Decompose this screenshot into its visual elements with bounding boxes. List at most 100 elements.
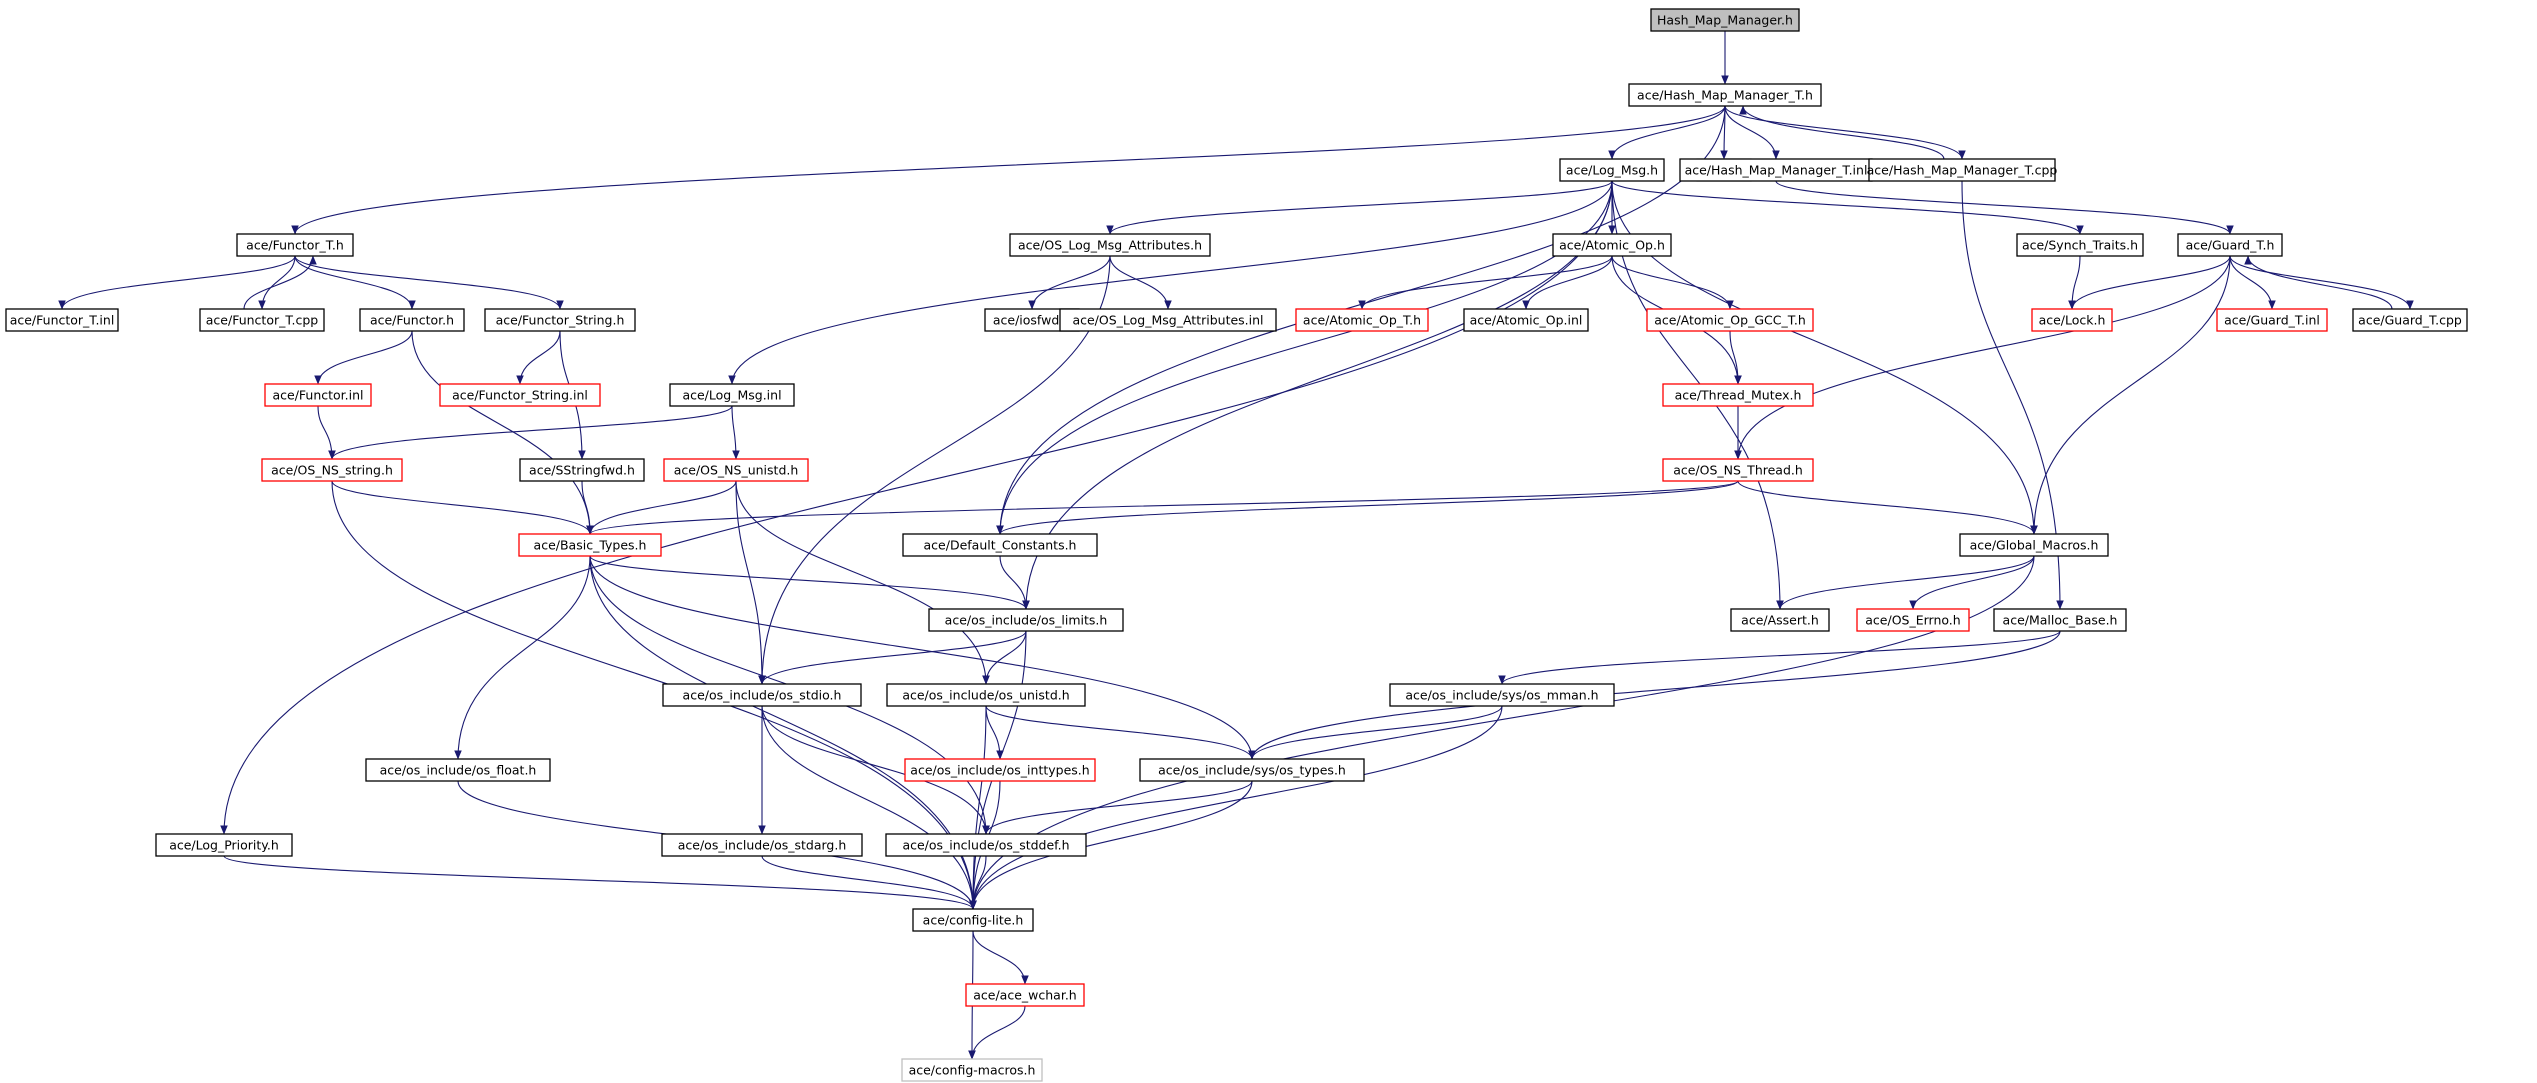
node-label: ace/OS_NS_unistd.h — [674, 463, 799, 478]
node-label: ace/os_include/os_float.h — [380, 763, 537, 778]
node-sstringfwd[interactable]: ace/SStringfwd.h — [519, 458, 645, 482]
node-osfloat[interactable]: ace/os_include/os_float.h — [365, 758, 551, 782]
node-osnsunistd[interactable]: ace/OS_NS_unistd.h — [663, 458, 809, 482]
node-ostypes[interactable]: ace/os_include/sys/os_types.h — [1139, 758, 1365, 782]
node-box — [199, 308, 325, 332]
edge-functort-to-functortcpp — [258, 255, 296, 310]
node-box — [1009, 233, 1211, 257]
node-layer: Hash_Map_Manager.h ace/Hash_Map_Manager_T… — [5, 8, 2468, 1082]
edge-logmsg-to-logpriority — [220, 180, 1613, 835]
node-box — [886, 683, 1086, 707]
node-atomicop[interactable]: ace/Atomic_Op.h — [1552, 233, 1672, 257]
node-synchtraits[interactable]: ace/Synch_Traits.h — [2016, 233, 2144, 257]
node-iosfwd[interactable]: ace/iosfwd.h — [984, 308, 1080, 332]
node-atomicopt[interactable]: ace/Atomic_Op_T.h — [1295, 308, 1429, 332]
node-guardt[interactable]: ace/Guard_T.h — [2177, 233, 2283, 257]
node-configmacros[interactable]: ace/config-macros.h — [901, 1058, 1043, 1082]
node-logmsginl[interactable]: ace/Log_Msg.inl — [669, 383, 795, 407]
edge-functort-to-functorstring — [294, 255, 564, 310]
node-box — [1993, 608, 2127, 632]
edge-osstdio-to-configlite — [761, 705, 977, 910]
edge-osstddef-to-configlite — [969, 855, 987, 910]
node-mallocbase[interactable]: ace/Malloc_Base.h — [1993, 608, 2127, 632]
node-functorstringinl[interactable]: ace/Functor_String.inl — [439, 383, 601, 407]
node-label: ace/os_include/os_inttypes.h — [910, 763, 1089, 778]
node-label: ace/Guard_T.h — [2186, 238, 2275, 253]
node-box — [155, 833, 293, 857]
edge-oslimits-to-osunistd — [982, 630, 1027, 685]
edge-osnsunistd-to-osunistd — [735, 480, 990, 685]
node-functor[interactable]: ace/Functor.h — [359, 308, 465, 332]
edge-functort-to-functortinl — [58, 255, 296, 310]
node-hmmt[interactable]: ace/Hash_Map_Manager_T.h — [1628, 83, 1822, 107]
node-logpriority[interactable]: ace/Log_Priority.h — [155, 833, 293, 857]
node-label: ace/os_include/sys/os_mman.h — [1405, 688, 1598, 703]
node-box — [518, 533, 662, 557]
edge-osmman-to-configlite — [969, 705, 1503, 910]
node-osnsstring[interactable]: ace/OS_NS_string.h — [261, 458, 403, 482]
node-configlite[interactable]: ace/config-lite.h — [912, 908, 1034, 932]
node-label: ace/OS_NS_string.h — [271, 463, 393, 478]
node-box — [1856, 608, 1970, 632]
node-label: ace/Global_Macros.h — [1970, 538, 2099, 553]
node-osstddef[interactable]: ace/os_include/os_stddef.h — [885, 833, 1087, 857]
edge-atomicopgcc-to-threadmutex — [1729, 330, 1742, 385]
node-guardtinl[interactable]: ace/Guard_T.inl — [2216, 308, 2328, 332]
edge-logmsginl-to-osnsunistd — [731, 405, 740, 460]
node-hmmtcpp[interactable]: ace/Hash_Map_Manager_T.cpp — [1867, 158, 2058, 182]
edge-basictypes-to-oslimits — [589, 555, 1030, 610]
node-functorinl[interactable]: ace/Functor.inl — [264, 383, 372, 407]
node-hmmtinl[interactable]: ace/Hash_Map_Manager_T.inl — [1679, 158, 1873, 182]
node-box — [1295, 308, 1429, 332]
node-box — [661, 833, 863, 857]
node-acewchar[interactable]: ace/ace_wchar.h — [965, 983, 1085, 1007]
node-osinttypes[interactable]: ace/os_include/os_inttypes.h — [904, 758, 1096, 782]
edge-ostypes-to-osstddef — [982, 780, 1253, 835]
node-logmsg[interactable]: ace/Log_Msg.h — [1559, 158, 1665, 182]
node-oslogattrinl[interactable]: ace/OS_Log_Msg_Attributes.inl — [1059, 308, 1277, 332]
edge-osnsstring-to-basictypes — [331, 480, 594, 535]
node-defaultconst[interactable]: ace/Default_Constants.h — [902, 533, 1098, 557]
node-box — [902, 533, 1098, 557]
node-label: ace/Hash_Map_Manager_T.inl — [1685, 163, 1868, 178]
node-osunistd[interactable]: ace/os_include/os_unistd.h — [886, 683, 1086, 707]
node-functortinl[interactable]: ace/Functor_T.inl — [5, 308, 119, 332]
node-functortcpp[interactable]: ace/Functor_T.cpp — [199, 308, 325, 332]
node-box — [484, 308, 636, 332]
node-atomicopinl[interactable]: ace/Atomic_Op.inl — [1463, 308, 1589, 332]
edge-logpriority-to-configlite — [223, 855, 977, 910]
node-label: ace/os_include/os_stddef.h — [902, 838, 1069, 853]
node-threadmutex[interactable]: ace/Thread_Mutex.h — [1662, 383, 1814, 407]
node-oserrno[interactable]: ace/OS_Errno.h — [1856, 608, 1970, 632]
node-box — [885, 833, 1087, 857]
node-globalmacros[interactable]: ace/Global_Macros.h — [1959, 533, 2109, 557]
node-lock[interactable]: ace/Lock.h — [2031, 308, 2113, 332]
node-oslimits[interactable]: ace/os_include/os_limits.h — [928, 608, 1124, 632]
node-basictypes[interactable]: ace/Basic_Types.h — [518, 533, 662, 557]
node-guardtcpp[interactable]: ace/Guard_T.cpp — [2352, 308, 2468, 332]
edge-guardt-to-globalmacros — [2030, 255, 2231, 535]
node-label: ace/Lock.h — [2039, 313, 2106, 328]
node-box — [663, 458, 809, 482]
node-label: ace/Assert.h — [1741, 613, 1819, 628]
edge-mallocbase-to-ostypes — [1248, 630, 2061, 760]
node-atomicopgcc[interactable]: ace/Atomic_Op_GCC_T.h — [1646, 308, 1814, 332]
node-hmm: Hash_Map_Manager.h — [1650, 8, 1800, 32]
node-functort[interactable]: ace/Functor_T.h — [236, 233, 354, 257]
edge-functorinl-to-osnsstring — [317, 405, 336, 460]
node-box — [965, 983, 1085, 1007]
node-label: ace/Functor_T.inl — [10, 313, 115, 328]
node-osmman[interactable]: ace/os_include/sys/os_mman.h — [1389, 683, 1615, 707]
node-label: ace/Atomic_Op.inl — [1470, 313, 1583, 328]
node-label: ace/Functor.h — [370, 313, 454, 328]
node-osstdarg[interactable]: ace/os_include/os_stdarg.h — [661, 833, 863, 857]
node-functorstring[interactable]: ace/Functor_String.h — [484, 308, 636, 332]
node-label: ace/Default_Constants.h — [924, 538, 1077, 553]
node-assert[interactable]: ace/Assert.h — [1730, 608, 1830, 632]
node-oslogattr[interactable]: ace/OS_Log_Msg_Attributes.h — [1009, 233, 1211, 257]
edge-osnsthread-to-defaultconst — [996, 480, 1739, 535]
node-label: ace/os_include/os_limits.h — [945, 613, 1108, 628]
node-osstdio[interactable]: ace/os_include/os_stdio.h — [662, 683, 862, 707]
node-osnsthread[interactable]: ace/OS_NS_Thread.h — [1662, 458, 1814, 482]
